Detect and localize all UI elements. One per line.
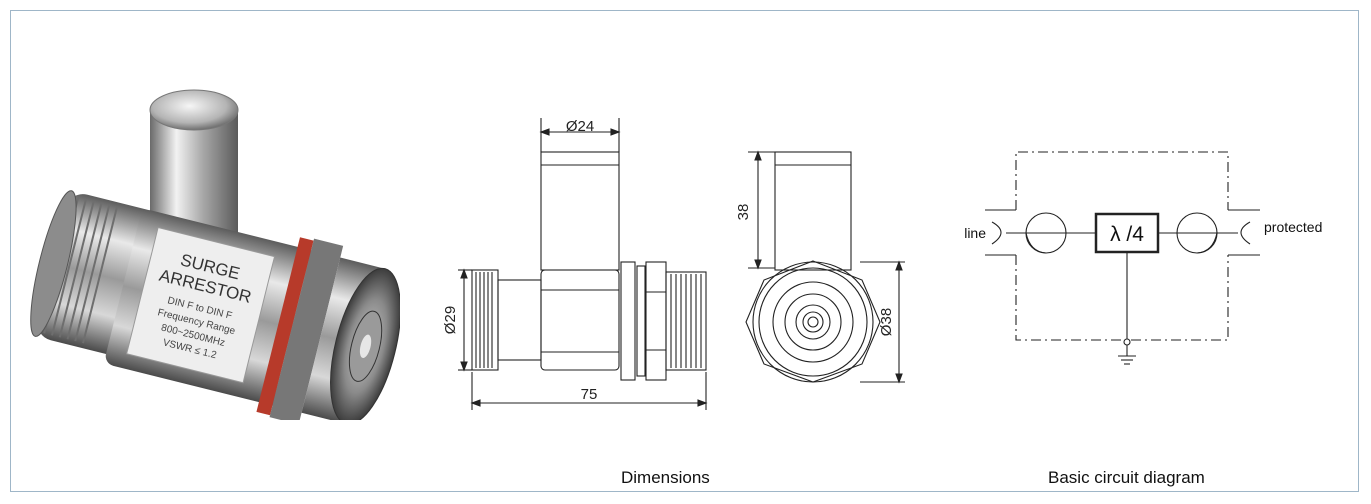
dim-height: 38 xyxy=(735,204,752,221)
o-ring xyxy=(256,237,314,416)
product-photo: SURGE ARRESTOR DIN F to DIN F Frequency … xyxy=(30,89,400,420)
side-hex-nut xyxy=(745,260,881,383)
element-label: λ /4 xyxy=(1110,223,1144,246)
dim-left-diameter: Ø29 xyxy=(442,306,459,334)
circuit-caption: Basic circuit diagram xyxy=(1048,468,1205,487)
dim-length: 75 xyxy=(581,386,598,403)
circuit-diagram: λ /4 line protected xyxy=(964,151,1322,365)
protected-connector-icon xyxy=(1240,221,1251,245)
line-label: line xyxy=(964,225,986,241)
dimensions-caption: Dimensions xyxy=(621,468,710,487)
product-label xyxy=(126,226,276,384)
ground-icon xyxy=(1118,355,1136,365)
dimension-drawing: Ø24 Ø29 75 38 Ø38 xyxy=(442,118,905,410)
dim-right-diameter: Ø38 xyxy=(878,308,895,336)
front-cap xyxy=(540,151,620,271)
enclosure-bottom xyxy=(1015,255,1229,341)
front-body xyxy=(540,269,620,371)
cap-top xyxy=(149,89,239,131)
enclosure-top xyxy=(1015,151,1229,210)
protected-label: protected xyxy=(1264,219,1322,235)
front-right-thread xyxy=(665,271,707,371)
dim-top-diameter: Ø24 xyxy=(566,118,594,135)
side-cap xyxy=(774,151,852,271)
line-connector-icon xyxy=(991,221,1002,245)
front-nut xyxy=(645,261,667,381)
